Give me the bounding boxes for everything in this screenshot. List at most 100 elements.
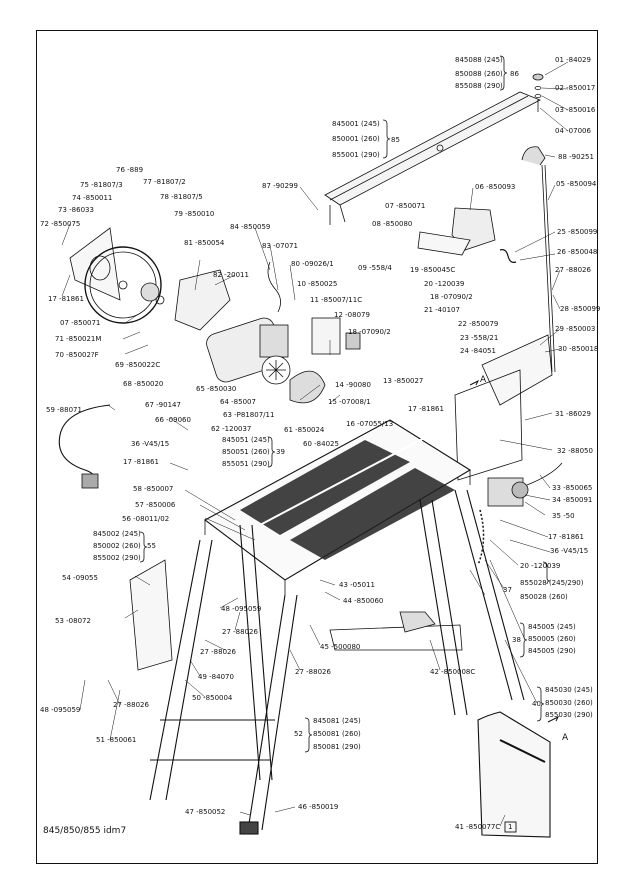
pedal [399,611,436,633]
knob-assembly [532,73,544,112]
part-label-37a: 855028 (245/290) [520,579,584,587]
view-arrow-2 [469,379,480,386]
part-label-84: 84 -850059 [230,223,271,231]
part-label-82: 82 -20011 [213,271,249,279]
part-label-38a: 845005 (245) [528,623,576,631]
stand-legs [149,489,525,835]
part-label-76: 76 -889 [116,166,144,174]
part-label-36b: 36 -V45/15 [550,547,589,555]
part-label-23: 23 -558/21 [460,334,499,342]
part-label-47: 47 -850052 [185,808,226,816]
leader-lines [61,61,569,827]
part-label-11: 11 -85007/11C [310,296,363,304]
part-label-50: 50 -850004 [192,694,233,702]
cable [267,261,281,313]
part-label-07b: 07 -850071 [60,319,101,327]
part-label-86a: 845088 (245) [455,56,503,64]
part-label-17c: 17 -81861 [123,458,159,466]
part-label-30: 30 -850018 [558,345,599,353]
part-label-34: 34 -850091 [552,496,593,504]
switch-box [311,317,361,355]
part-label-36a: 36 -V45/15 [131,440,170,448]
part-label-77: 77 -81807/2 [143,178,186,186]
page-number: 1 [508,823,513,831]
part-label-49: 49 -84070 [198,673,234,681]
part-brackets [139,55,551,753]
part-label-86c: 855088 (290) [455,82,503,90]
part-label-06: 06 -850093 [475,183,516,191]
part-label-31: 31 -86029 [555,410,591,418]
part-label-38c: 845005 (290) [528,647,576,655]
part-label-37: 37 [503,586,512,594]
part-label-40a: 845030 (245) [545,686,593,694]
part-label-86b: 850088 (260) [455,70,503,78]
part-label-72: 72 -850075 [40,220,81,228]
part-label-39c: 855051 (290) [222,460,270,468]
part-label-52c: 850081 (290) [313,743,361,751]
part-label-65: 65 -850030 [196,385,237,393]
part-label-15: 15 -07008/1 [328,398,371,406]
part-label-27e: 27 -88026 [113,701,149,709]
part-label-03: 03 -850016 [555,106,596,114]
part-label-63: 63 -P81807/11 [223,411,275,419]
side-plate-lower [454,369,523,481]
part-label-21: 21 -40107 [424,306,460,314]
part-label-20b: 20 -120039 [520,562,561,570]
part-label-55: 55 [147,542,156,550]
part-label-81: 81 -850054 [184,239,225,247]
part-label-61: 61 -850024 [284,426,325,434]
part-label-54: 54 -09055 [62,574,98,582]
part-label-83: 83 -07071 [262,242,298,250]
part-label-80: 80 -09026/1 [291,260,334,268]
part-label-33: 33 -850065 [552,484,593,492]
part-label-59: 59 -88071 [46,406,82,414]
part-label-14: 14 -90080 [335,381,371,389]
part-label-27c: 27 -88026 [200,648,236,656]
part-label-57: 57 -850006 [135,501,176,509]
part-label-64: 64 -85007 [220,398,256,406]
part-label-37b: 850028 (260) [520,593,568,601]
part-label-44: 44 -850060 [343,597,384,605]
part-label-85c: 855001 (290) [332,151,380,159]
part-label-40: 40 [532,700,541,708]
part-label-52a: 845081 (245) [313,717,361,725]
part-label-45: 45 -500080 [320,643,361,651]
part-label-43: 43 -05011 [339,581,375,589]
part-label-26: 26 -850048 [557,248,598,256]
power-cord [58,404,111,483]
part-label-51: 51 -850061 [96,736,137,744]
part-label-40c: 855030 (290) [545,711,593,719]
part-label-48a: 48 -095059 [221,605,262,613]
part-label-56: 56 -08011/02 [122,515,170,523]
part-label-40b: 850030 (260) [545,699,593,707]
part-label-46: 46 -850019 [298,803,339,811]
view-marker-a-plate: A [480,375,487,385]
part-label-17b: 17 -81861 [408,405,444,413]
part-label-27d: 27 -88026 [295,668,331,676]
part-label-62: 62 -120037 [211,425,252,433]
part-label-73: 73 -86033 [58,206,94,214]
part-label-60: 60 -84025 [303,440,339,448]
part-label-48b: 48 -095059 [40,706,81,714]
part-label-52b: 850081 (260) [313,730,361,738]
part-label-71: 71 -850021M [55,335,102,343]
guide-rail [324,91,541,225]
part-label-18b: 18 -07090/2 [348,328,391,336]
part-label-38: 38 [512,636,521,644]
part-label-10: 10 -850025 [297,280,338,288]
part-label-55c: 855002 (290) [93,554,141,562]
part-label-28: 28 -850099 [560,305,601,313]
part-label-38b: 850005 (260) [528,635,576,643]
part-label-25: 25 -850099 [557,228,598,236]
part-label-68: 68 -850020 [123,380,164,388]
part-label-85b: 850001 (260) [332,135,380,143]
part-label-09: 09 -558/4 [358,264,392,272]
part-label-19: 19 -850045C [410,266,456,274]
side-plate [481,334,553,406]
part-label-20a: 20 -120039 [424,280,465,288]
table-top [203,419,472,595]
view-marker-a-tray: A [562,733,569,743]
part-label-55a: 845002 (245) [93,530,141,538]
part-label-88: 88 -90251 [558,153,594,161]
